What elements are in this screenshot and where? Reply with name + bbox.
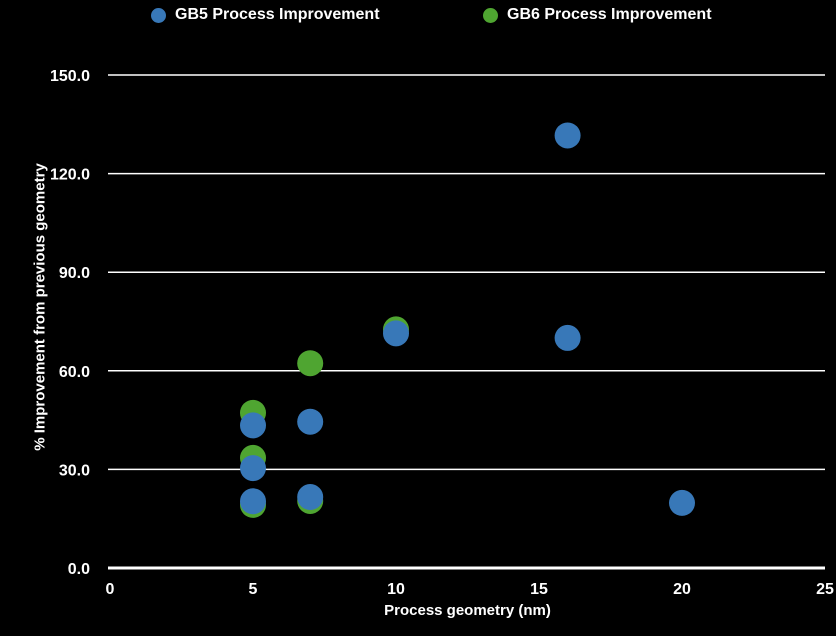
data-point — [554, 324, 581, 351]
y-tick-label: 0.0 — [68, 561, 90, 578]
data-point — [669, 489, 695, 516]
x-tick-label: 5 — [249, 581, 258, 598]
y-tick-label: 120.0 — [50, 167, 90, 184]
data-point — [297, 408, 324, 435]
gb6-legend-marker-icon — [483, 7, 498, 23]
y-axis-title: % Improvement from previous geometry — [31, 163, 49, 451]
y-tick-label: 90.0 — [59, 265, 90, 282]
data-point — [297, 350, 324, 377]
x-tick-label: 20 — [673, 581, 691, 598]
legend-item-gb5: GB5 Process Improvement — [151, 6, 380, 24]
legend-item-gb6: GB6 Process Improvement — [483, 6, 712, 24]
data-point — [297, 484, 324, 511]
gb5-legend-marker-icon — [151, 7, 166, 23]
x-tick-label: 25 — [816, 581, 834, 598]
data-point — [240, 455, 266, 482]
gb6-legend-label: GB6 Process Improvement — [507, 6, 712, 23]
gb5-legend-label: GB5 Process Improvement — [175, 6, 380, 23]
y-tick-label: 30.0 — [59, 462, 90, 479]
data-point — [240, 412, 266, 439]
data-point — [383, 320, 409, 347]
y-tick-label: 150.0 — [50, 68, 90, 85]
x-tick-label: 10 — [387, 581, 405, 598]
x-axis-title: Process geometry (nm) — [384, 602, 551, 619]
data-point — [240, 488, 266, 515]
x-tick-label: 15 — [530, 581, 548, 598]
y-tick-label: 60.0 — [59, 364, 90, 381]
data-point — [554, 122, 581, 149]
x-tick-label: 0 — [106, 581, 115, 598]
